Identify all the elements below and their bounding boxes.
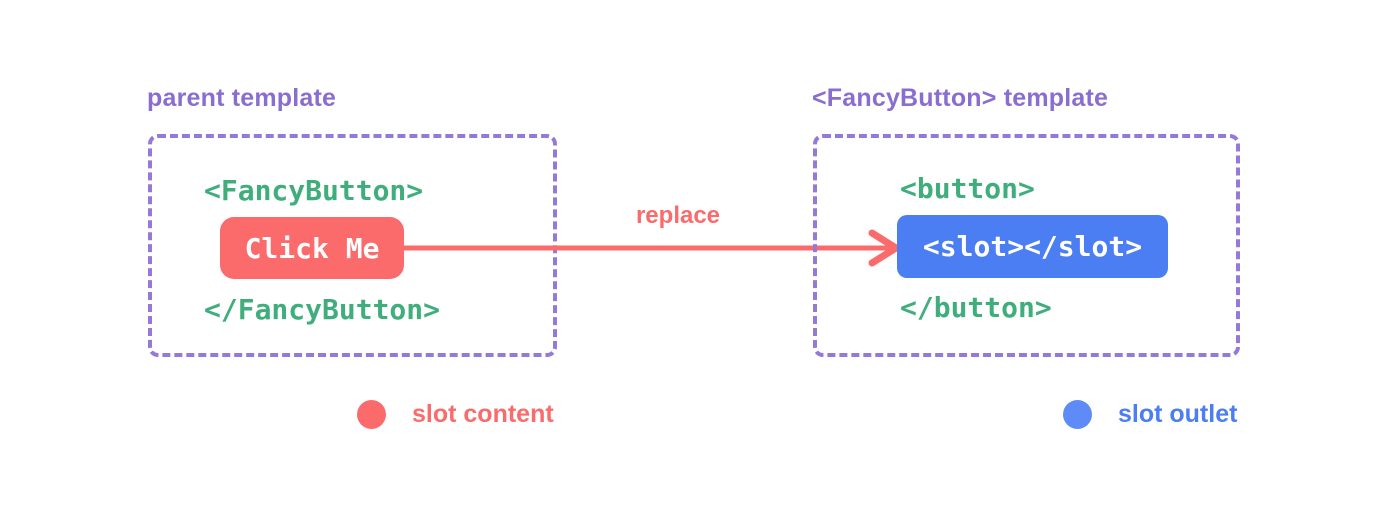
replace-arrow-icon xyxy=(404,229,900,267)
fancybutton-template-title: <FancyButton> template xyxy=(812,84,1109,112)
legend-slot-content: slot content xyxy=(357,400,554,429)
button-open-tag: <button> xyxy=(900,172,1035,205)
fancybutton-template-box: <button> <slot></slot> </button> xyxy=(813,134,1240,357)
parent-template-box: <FancyButton> Click Me </FancyButton> xyxy=(148,134,557,357)
click-me-label: Click Me xyxy=(244,231,380,265)
slot-content-label: slot content xyxy=(412,400,554,428)
legend-slot-outlet: slot outlet xyxy=(1063,400,1237,429)
fancybutton-open-tag: <FancyButton> xyxy=(204,174,424,207)
slot-outlet-box: <slot></slot> xyxy=(897,215,1168,278)
click-me-button: Click Me xyxy=(220,217,404,279)
replace-label: replace xyxy=(635,202,721,229)
button-close-tag: </button> xyxy=(900,291,1052,324)
slot-outlet-label: slot outlet xyxy=(1118,400,1238,428)
parent-template-title: parent template xyxy=(147,84,337,112)
slot-outlet-dot-icon xyxy=(1063,400,1092,429)
fancybutton-close-tag: </FancyButton> xyxy=(204,293,441,326)
slot-code-label: <slot></slot> xyxy=(922,230,1143,263)
slot-content-dot-icon xyxy=(357,400,386,429)
